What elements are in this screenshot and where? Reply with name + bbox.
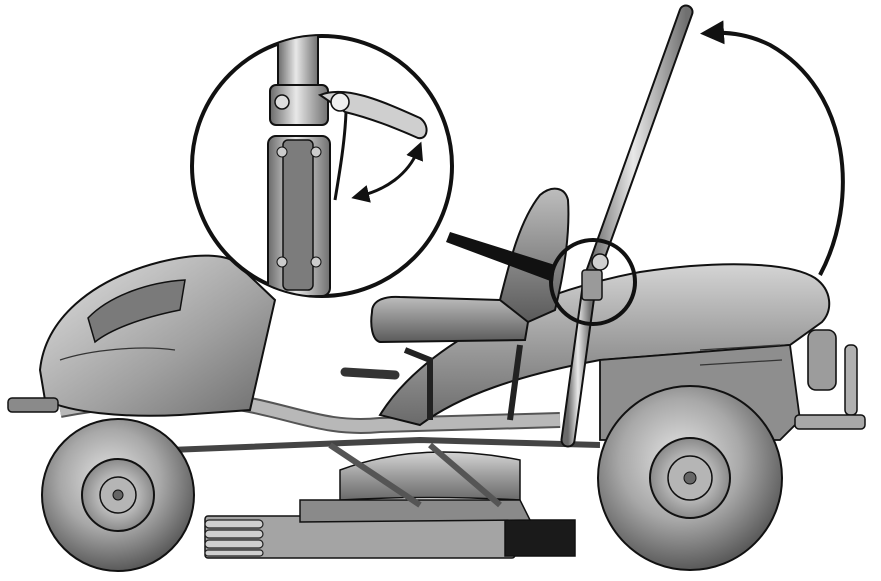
rotation-arrow-icon (700, 20, 845, 276)
mower-deck (204, 451, 576, 559)
front-hood (7, 254, 277, 417)
lever-arrow-icon (351, 141, 424, 203)
zoom-callout (190, 34, 454, 298)
rear-body (378, 263, 866, 441)
rops-bar (560, 4, 694, 448)
front-wheel (41, 418, 195, 572)
rear-wheel (597, 385, 783, 571)
pivot-highlight (446, 232, 637, 326)
